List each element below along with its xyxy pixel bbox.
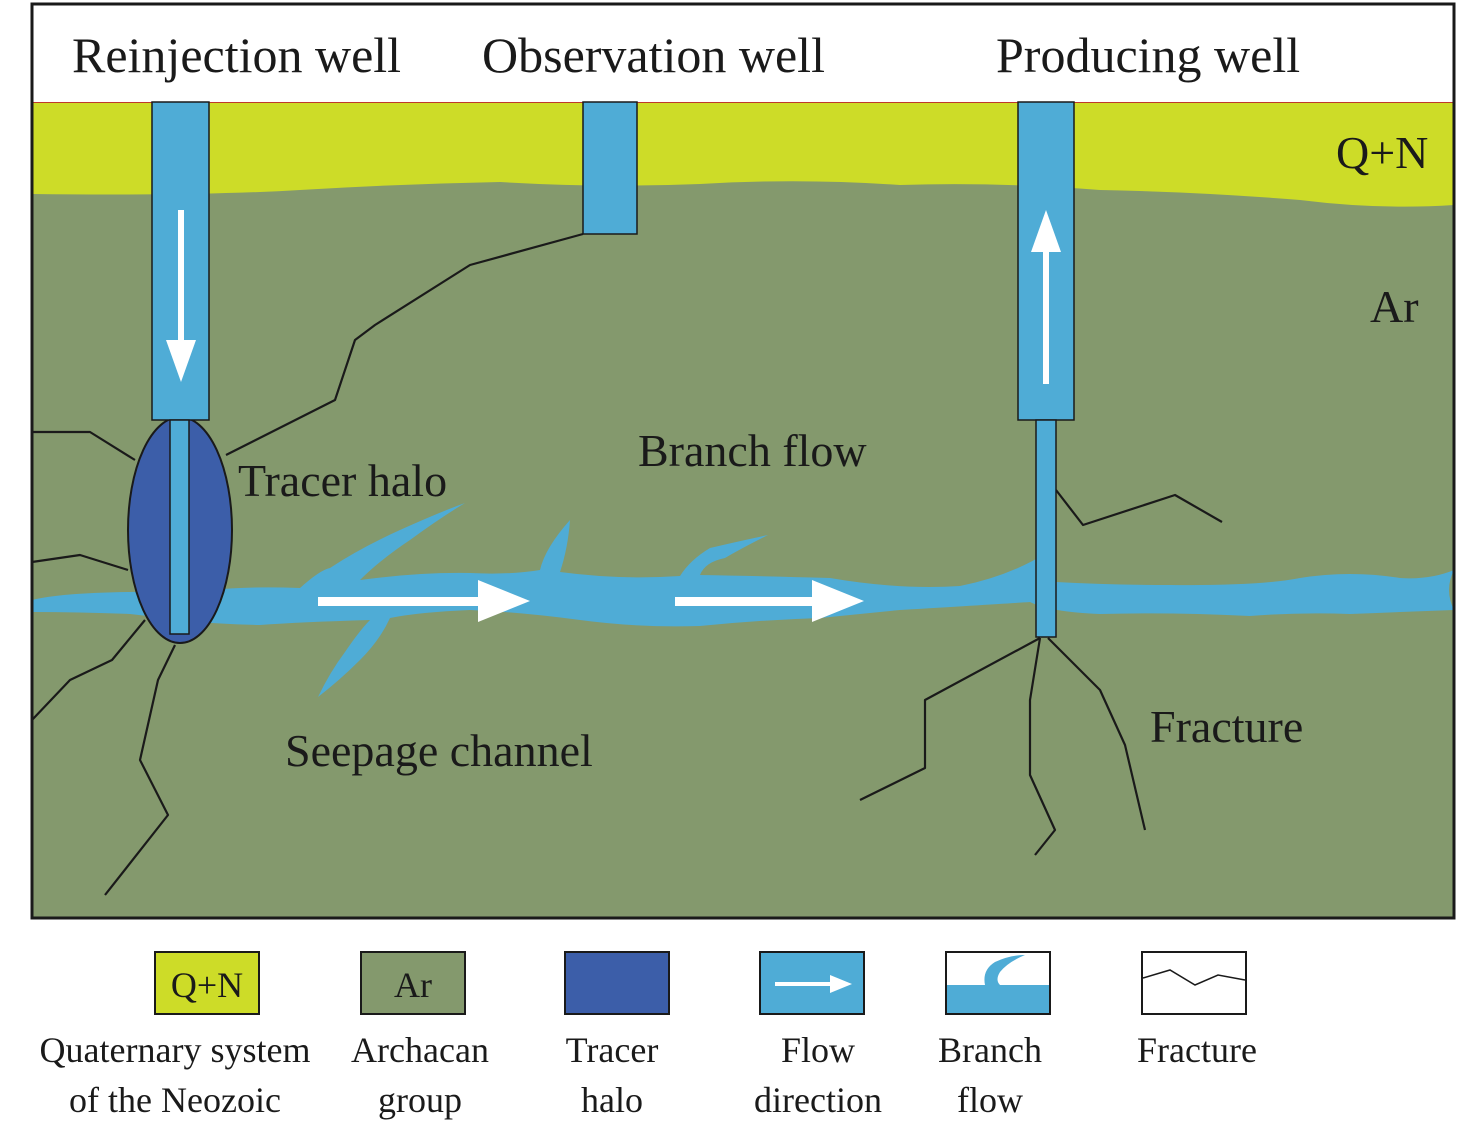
fracture-line xyxy=(32,430,136,461)
legend-label: group xyxy=(378,1080,462,1120)
legend-label: direction xyxy=(754,1080,882,1120)
arrow-right-icon xyxy=(775,975,852,993)
legend-label: Archacan xyxy=(351,1030,489,1070)
reinjection-well-bore xyxy=(169,419,190,635)
legend-item-quaternary: Q+N Quaternary system of the Neozoic xyxy=(40,951,311,1120)
fracture-line xyxy=(31,619,146,721)
legend-item-branch-flow: Branch flow xyxy=(938,951,1051,1120)
legend-item-flow-direction: Flow direction xyxy=(754,951,882,1120)
arrow-down-icon xyxy=(166,210,196,382)
fracture-line xyxy=(1047,637,1147,831)
arrow-right-icon xyxy=(675,580,864,622)
quaternary-swatch xyxy=(154,951,260,1015)
observation-well xyxy=(582,101,638,235)
archaean-swatch xyxy=(360,951,466,1015)
fracture-label: Fracture xyxy=(1150,701,1303,752)
flow-arrows xyxy=(166,210,1061,622)
legend-item-tracer-halo: Tracer halo xyxy=(564,951,670,1120)
layer-label-quaternary: Q+N xyxy=(1336,127,1428,178)
legend-item-archaean: Ar Archacan group xyxy=(351,951,489,1120)
producing-well-label: Producing well xyxy=(996,27,1300,83)
fracture-line xyxy=(104,644,176,896)
branch-flow-label: Branch flow xyxy=(638,425,867,476)
legend-label: Fracture xyxy=(1137,1030,1257,1070)
fracture-line xyxy=(1055,489,1223,527)
legend: Q+N Quaternary system of the Neozoic Ar … xyxy=(40,951,1257,1120)
fracture-line xyxy=(225,232,584,456)
diagram-frame xyxy=(30,2,1456,920)
fracture-line xyxy=(1028,637,1057,856)
reinjection-well-label: Reinjection well xyxy=(72,27,401,83)
arrow-up-icon xyxy=(1031,210,1061,384)
observation-well-label: Observation well xyxy=(482,27,825,83)
fracture-line xyxy=(31,553,129,572)
quaternary-layer xyxy=(32,102,1454,207)
branch-flow-icon xyxy=(947,955,1049,1013)
seepage-channel-label: Seepage channel xyxy=(285,725,593,776)
legend-label: Tracer xyxy=(566,1030,659,1070)
legend-label: of the Neozoic xyxy=(69,1080,281,1120)
layer-label-archaean: Ar xyxy=(1370,281,1419,332)
header-band xyxy=(32,4,1454,102)
legend-item-fracture: Fracture xyxy=(1137,951,1257,1070)
legend-label: halo xyxy=(581,1080,643,1120)
legend-label: Flow xyxy=(781,1030,855,1070)
arrow-right-icon xyxy=(318,580,530,622)
legend-label: Branch xyxy=(938,1030,1042,1070)
legend-label: flow xyxy=(957,1080,1023,1120)
legend-swatch-text: Q+N xyxy=(171,965,243,1005)
fracture-swatch xyxy=(1141,951,1247,1015)
producing-well-bore xyxy=(1035,419,1057,638)
archaean-layer xyxy=(32,102,1454,918)
fracture-icon xyxy=(1142,969,1246,986)
legend-swatch-text: Ar xyxy=(394,965,432,1005)
tracer-halo-label: Tracer halo xyxy=(238,455,447,506)
tracer-halo-swatch xyxy=(564,951,670,1015)
fracture-network xyxy=(31,232,1223,896)
legend-label: Quaternary system xyxy=(40,1030,311,1070)
fracture-line xyxy=(859,637,1041,801)
